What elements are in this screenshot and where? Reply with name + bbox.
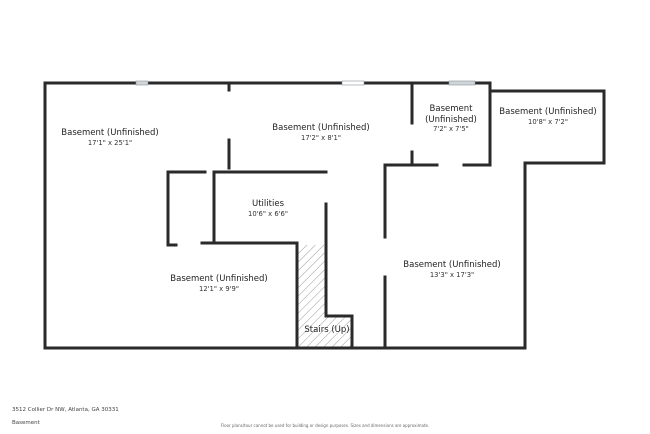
property-address: 3512 Collier Dr NW, Atlanta, GA 30331 <box>12 407 119 413</box>
room-dimensions: 10'6" x 6'6" <box>248 210 288 218</box>
walls <box>43 81 606 350</box>
room-label-line2: (Unfinished) <box>425 115 477 125</box>
room-label: Basement (Unfinished) <box>272 123 369 133</box>
floor-name: Basement <box>12 420 40 426</box>
room-dimensions: 13'3" x 17'3" <box>430 271 474 279</box>
window <box>341 80 365 86</box>
windows <box>135 80 476 86</box>
room-label: Basement (Unfinished) <box>499 107 596 117</box>
room-dimensions: 17'2" x 8'1" <box>301 134 341 142</box>
room-label: Basement <box>430 104 474 114</box>
room-dimensions: 10'8" x 7'2" <box>528 118 568 126</box>
room-dimensions: 12'1" x 9'9" <box>199 285 239 293</box>
room-label: Basement (Unfinished) <box>61 128 158 138</box>
room-label: Basement (Unfinished) <box>403 260 500 270</box>
room-label: Utilities <box>252 199 285 209</box>
room-dimensions: 7'2" x 7'5" <box>433 125 469 133</box>
room-label: Basement (Unfinished) <box>170 274 267 284</box>
disclaimer: Floor plans/tour cannot be used for buil… <box>220 423 430 428</box>
window <box>135 80 149 86</box>
room-dimensions: 17'1" x 25'1" <box>88 139 132 147</box>
window <box>448 80 476 86</box>
stairs-label: Stairs (Up) <box>304 325 349 335</box>
